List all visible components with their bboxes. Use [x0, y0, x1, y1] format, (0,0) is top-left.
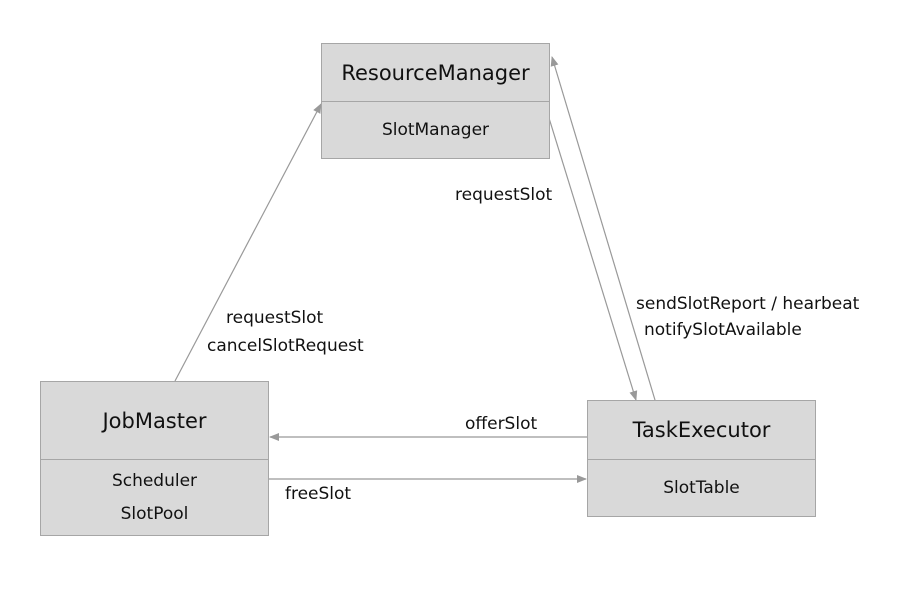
resource-manager-node: ResourceManager SlotManager — [321, 43, 550, 159]
arrow-taskexecutor-to-resourcemanager — [550, 56, 656, 401]
slot-table-label: SlotTable — [663, 477, 740, 498]
edge-label-jm-cancel-slot-request: cancelSlotRequest — [207, 336, 364, 356]
task-executor-node: TaskExecutor SlotTable — [587, 400, 816, 517]
task-executor-title: TaskExecutor — [588, 401, 815, 460]
job-master-title: JobMaster — [41, 382, 268, 460]
edge-label-jm-request-slot: requestSlot — [226, 308, 324, 328]
slot-pool-label: SlotPool — [120, 503, 189, 524]
edge-label-send-slot-report: sendSlotReport / hearbeat — [636, 294, 860, 314]
edge-label-free-slot: freeSlot — [285, 484, 352, 504]
edge-label-notify-slot-available: notifySlotAvailable — [644, 320, 802, 340]
edge-label-offer-slot: offerSlot — [465, 414, 538, 434]
job-master-parts: Scheduler SlotPool — [41, 460, 268, 535]
scheduler-label: Scheduler — [111, 470, 198, 491]
resource-manager-parts: SlotManager — [322, 102, 549, 158]
job-master-node: JobMaster Scheduler SlotPool — [40, 381, 269, 536]
arrow-resourcemanager-to-taskexecutor — [548, 117, 638, 401]
task-executor-parts: SlotTable — [588, 460, 815, 516]
slot-manager-label: SlotManager — [381, 119, 490, 140]
arrow-jobmaster-to-resourcemanager — [174, 103, 322, 382]
edge-label-rm-request-slot: requestSlot — [455, 185, 553, 205]
resource-manager-title: ResourceManager — [322, 44, 549, 102]
